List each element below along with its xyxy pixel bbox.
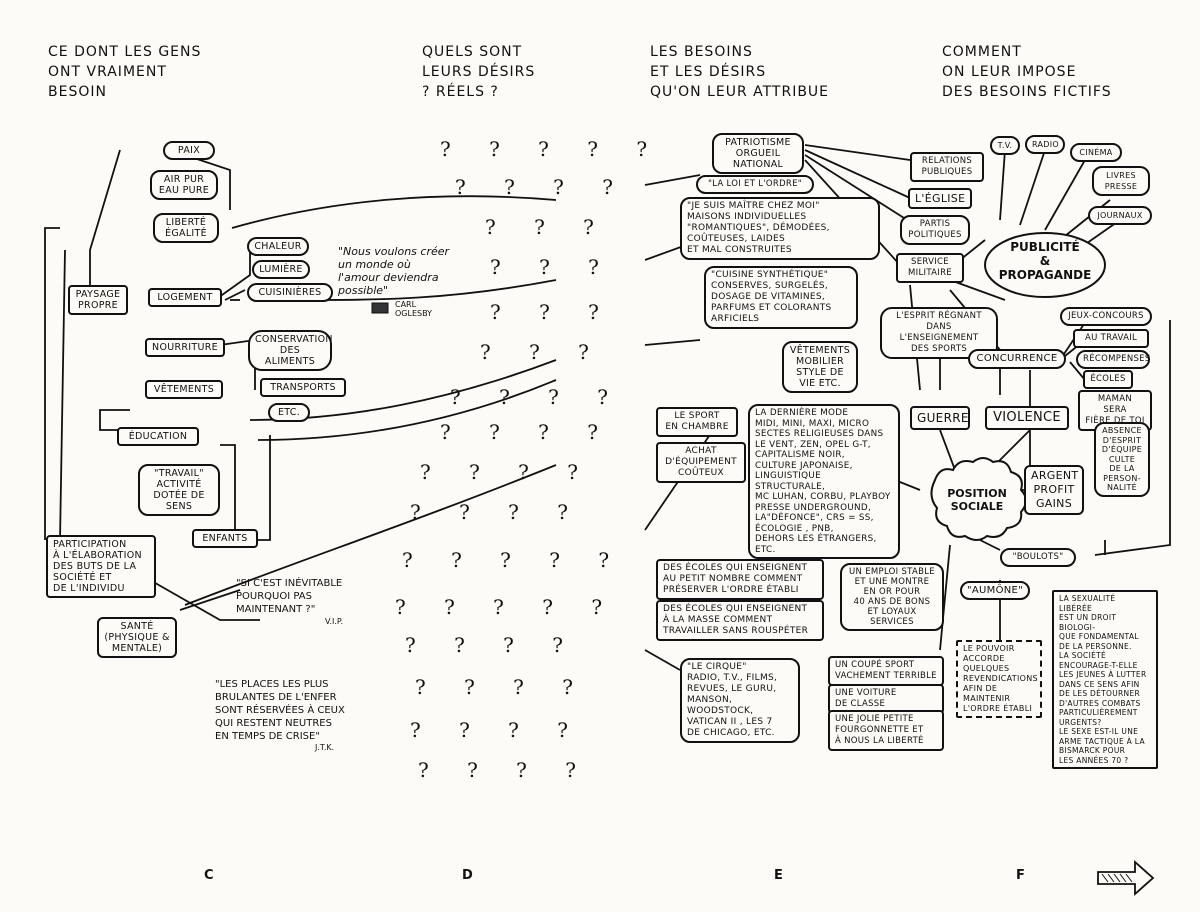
question-mark-row: ? ? ? ? xyxy=(455,175,629,199)
question-mark-row: ? ? ? xyxy=(480,340,605,364)
node-livres-presse: LIVRES PRESSE xyxy=(1092,166,1150,196)
node-conservation: CONSERVATION DES ALIMENTS xyxy=(248,330,332,371)
node-vetements: VÊTEMENTS xyxy=(145,380,223,399)
node-concurrence: CONCURRENCE xyxy=(968,349,1066,369)
node-absence-esprit: ABSENCE D'ESPRIT D'ÉQUIPE CULTE DE LA PE… xyxy=(1094,422,1150,497)
question-mark-row: ? ? ? ? xyxy=(410,500,584,524)
node-emploi-stable: UN EMPLOI STABLE ET UNE MONTRE EN OR POU… xyxy=(840,563,944,631)
node-lumiere: LUMIÈRE xyxy=(252,260,310,279)
node-service-militaire: SERVICE MILITAIRE xyxy=(896,253,964,283)
node-eglise: L'ÉGLISE xyxy=(908,188,972,209)
node-boulots: "BOULOTS" xyxy=(1000,548,1076,567)
node-publicite-propagande: PUBLICITÉ & PROPAGANDE xyxy=(998,240,1092,282)
question-mark-row: ? ? ? ? xyxy=(420,460,594,484)
question-mark-row: ? ? ? ? xyxy=(450,385,624,409)
question-mark-row: ? ? ? ? ? xyxy=(395,595,619,619)
node-relations-publiques: RELATIONS PUBLIQUES xyxy=(910,152,984,182)
header-column-e: LES BESOINS ET LES DÉSIRS QU'ON LEUR ATT… xyxy=(650,44,830,100)
node-partis-politiques: PARTIS POLITIQUES xyxy=(900,215,970,245)
node-etc: ETC. xyxy=(268,403,310,422)
footer-letter-d: D xyxy=(462,868,473,883)
question-mark-row: ? ? ? xyxy=(490,255,615,279)
footer-letter-e: E xyxy=(774,868,783,883)
node-ecoles-f: ÉCOLES xyxy=(1083,370,1133,389)
node-ecoles-masse: DES ÉCOLES QUI ENSEIGNENT À LA MASSE COM… xyxy=(656,600,824,641)
node-liberte-egalite: LIBERTÉ ÉGALITÉ xyxy=(153,213,219,243)
node-jeux-concours: JEUX-CONCOURS xyxy=(1060,307,1152,326)
node-transports: TRANSPORTS xyxy=(260,378,346,397)
question-mark-row: ? ? ? ? xyxy=(418,758,592,782)
node-air-eau: AIR PUR EAU PURE xyxy=(150,170,218,200)
node-sport-chambre: LE SPORT EN CHAMBRE xyxy=(656,407,738,437)
question-mark-row: ? ? ? ? xyxy=(410,718,584,742)
node-derniere-mode: LA DERNIÈRE MODE MIDI, MINI, MAXI, MICRO… xyxy=(748,404,900,559)
header-column-f: COMMENT ON LEUR IMPOSE DES BESOINS FICTI… xyxy=(942,44,1112,100)
node-pouvoir: LE POUVOIR ACCORDE QUELQUES REVENDICATIO… xyxy=(956,640,1042,718)
question-mark-row: ? ? ? ? ? xyxy=(402,548,626,572)
node-logement: LOGEMENT xyxy=(148,288,222,307)
node-cirque: "LE CIRQUE" RADIO, T.V., FILMS, REVUES, … xyxy=(680,658,800,743)
node-position-sociale: POSITION SOCIALE xyxy=(947,487,1007,513)
node-fourgonnette: UNE JOLIE PETITE FOURGONNETTE ET À NOUS … xyxy=(828,710,944,751)
node-paix: PAIX xyxy=(163,141,215,160)
header-column-c: CE DONT LES GENS ONT VRAIMENT BESOIN xyxy=(48,44,202,100)
node-cuisine-synthetique: "CUISINE SYNTHÉTIQUE" CONSERVES, SURGELÉ… xyxy=(704,266,858,329)
node-sexualite: LA SEXUALITÉ LIBÉRÉE EST UN DROIT BIOLOG… xyxy=(1052,590,1158,769)
question-mark-row: ? ? ? ? xyxy=(440,420,614,444)
node-travail: "TRAVAIL" ACTIVITÉ DOTÉE DE SENS xyxy=(138,464,220,516)
node-participation: PARTICIPATION À L'ÉLABORATION DES BUTS D… xyxy=(46,535,156,598)
quote-oglesby-author: CARL OGLESBY xyxy=(395,300,433,318)
next-arrow-icon xyxy=(1097,859,1155,897)
question-mark-row: ? ? ? ? xyxy=(405,633,579,657)
node-education: ÉDUCATION xyxy=(117,427,199,446)
node-radio: RADIO xyxy=(1025,135,1065,154)
node-coupe-sport: UN COUPÉ SPORT VACHEMENT TERRIBLE xyxy=(828,656,944,686)
publicite-ellipse xyxy=(984,232,1106,298)
node-loi-ordre: "LA LOI ET L'ORDRE" xyxy=(696,175,814,194)
node-tv: T.V. xyxy=(990,136,1020,155)
node-ecoles-petit-nombre: DES ÉCOLES QUI ENSEIGNENT AU PETIT NOMBR… xyxy=(656,559,824,600)
node-paysage-propre: PAYSAGE PROPRE xyxy=(68,285,128,315)
node-achat-equipement: ACHAT D'ÉQUIPEMENT COÛTEUX xyxy=(656,442,746,483)
question-mark-row: ? ? ? xyxy=(485,215,610,239)
node-aumone: "AUMÔNE" xyxy=(960,581,1030,600)
question-mark-row: ? ? ? ? ? xyxy=(440,137,664,161)
quote-jtk: "LES PLACES LES PLUS BRULANTES DE L'ENFE… xyxy=(215,679,345,742)
node-argent-profit: ARGENT PROFIT GAINS xyxy=(1024,465,1084,515)
position-cloud-shape xyxy=(930,457,1027,541)
quote-vip-author: V.I.P. xyxy=(325,617,344,626)
node-vetements-mobilier: VÊTEMENTS MOBILIER STYLE DE VIE ETC. xyxy=(782,341,858,393)
node-cinema: CINÉMA xyxy=(1070,143,1122,162)
node-maitre-chez-moi: "JE SUIS MAÎTRE CHEZ MOI" MAISONS INDIVI… xyxy=(680,197,880,260)
node-sante: SANTÉ (PHYSIQUE & MENTALE) xyxy=(97,617,177,658)
quote-oglesby: "Nous voulons créer un monde où l'amour … xyxy=(338,245,450,297)
footer-letter-f: F xyxy=(1016,868,1025,883)
node-patriotisme: PATRIOTISME ORGUEIL NATIONAL xyxy=(712,133,804,174)
footer-letter-c: C xyxy=(204,868,214,883)
quote-vip: "SI C'EST INÉVITABLE POURQUOI PAS MAINTE… xyxy=(236,578,343,615)
node-guerre: GUERRE xyxy=(910,406,970,430)
node-recompenses: RÉCOMPENSES xyxy=(1076,350,1150,369)
question-mark-row: ? ? ? ? xyxy=(415,675,589,699)
node-chaleur: CHALEUR xyxy=(247,237,309,256)
node-journaux: JOURNAUX xyxy=(1088,206,1152,225)
node-cuisinieres: CUISINIÈRES xyxy=(247,283,333,302)
header-column-d: QUELS SONT LEURS DÉSIRS ? RÉELS ? xyxy=(422,44,536,100)
oglesby-marker xyxy=(371,302,389,314)
quote-jtk-author: J.T.K. xyxy=(315,743,335,752)
node-nourriture: NOURRITURE xyxy=(145,338,225,357)
node-violence: VIOLENCE xyxy=(985,406,1069,430)
node-au-travail: AU TRAVAIL xyxy=(1073,329,1149,348)
question-mark-row: ? ? ? xyxy=(490,300,615,324)
node-enfants: ENFANTS xyxy=(192,529,258,548)
